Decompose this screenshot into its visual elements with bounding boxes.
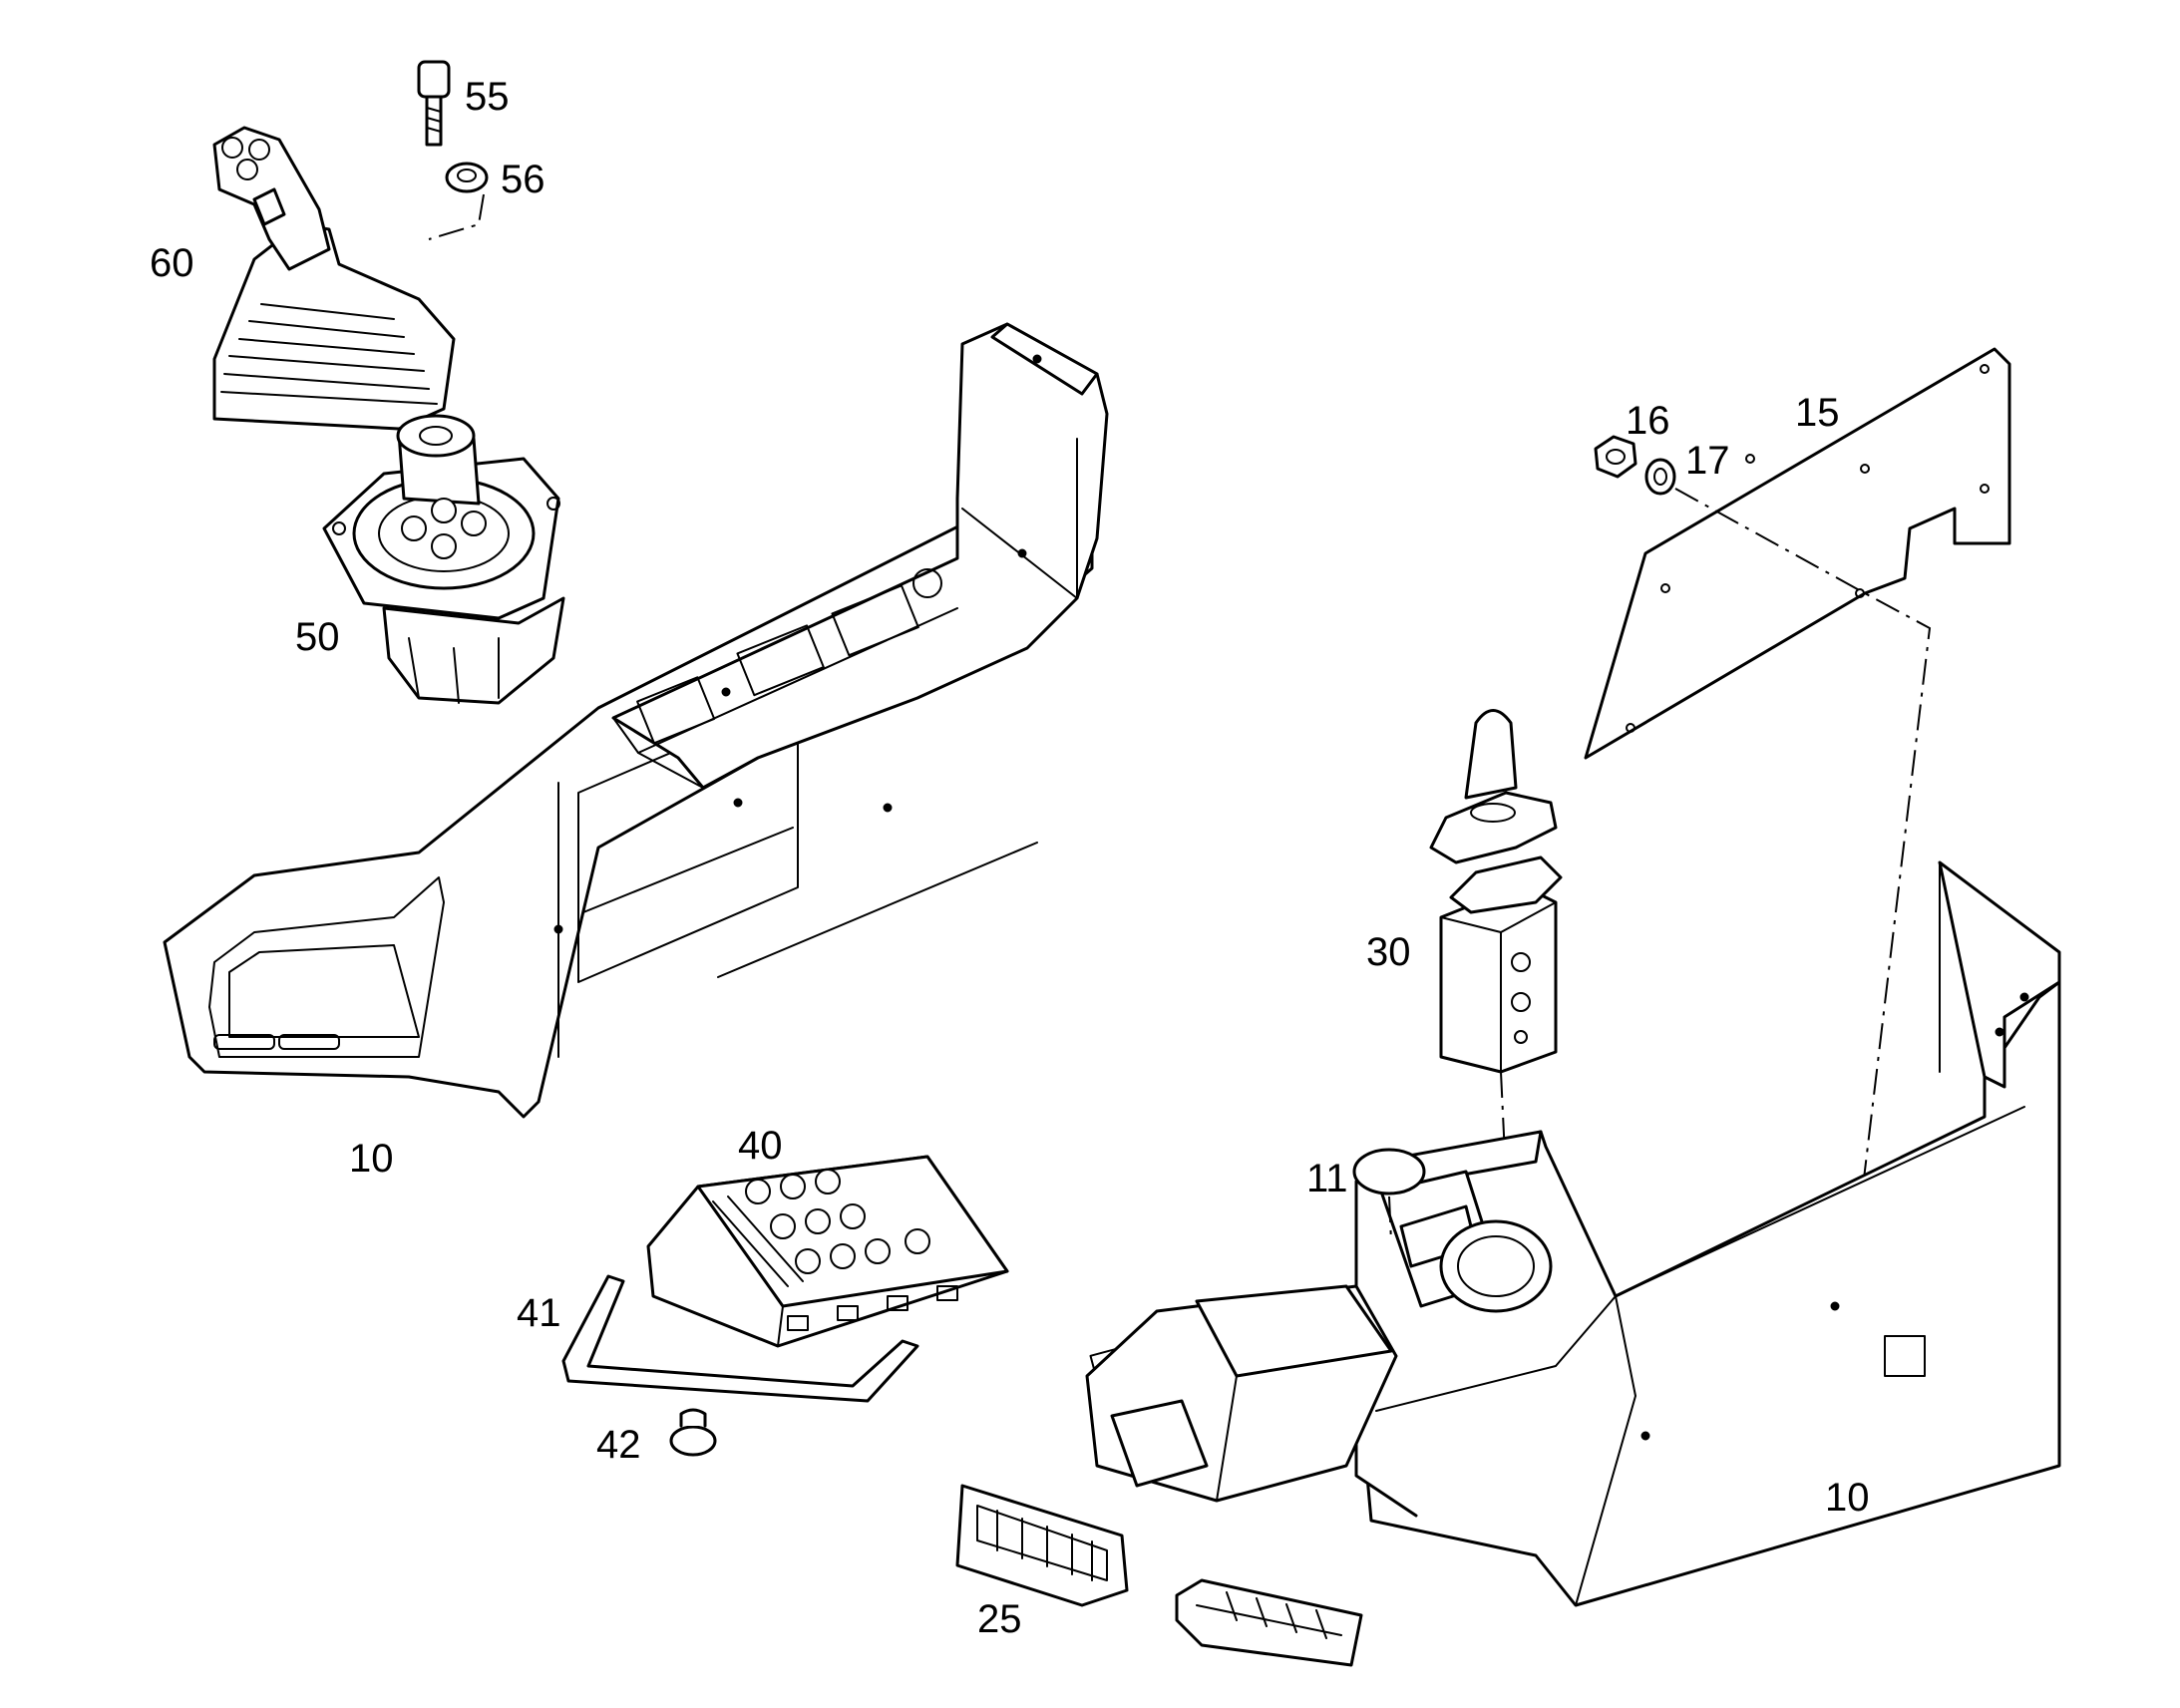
control-valve bbox=[1429, 709, 1563, 1074]
pilot-valve bbox=[322, 414, 565, 705]
callout-30: 30 bbox=[1366, 930, 1411, 974]
bracket-part bbox=[561, 1274, 919, 1403]
callout-60: 60 bbox=[150, 241, 194, 285]
callout-25: 25 bbox=[977, 1597, 1022, 1641]
right-console bbox=[1085, 860, 2061, 1607]
callout-17: 17 bbox=[1685, 439, 1730, 483]
callout-40: 40 bbox=[738, 1124, 783, 1168]
screw-part bbox=[417, 60, 451, 147]
callout-56: 56 bbox=[501, 158, 545, 201]
knob-part bbox=[669, 1408, 717, 1457]
vent-grille-left bbox=[955, 1484, 1129, 1607]
left-console-housing bbox=[553, 322, 1109, 934]
callout-11: 11 bbox=[1306, 1157, 1348, 1200]
leader-plate-to-console bbox=[1674, 488, 1932, 1422]
callout-15: 15 bbox=[1795, 391, 1840, 435]
callout-10-left: 10 bbox=[349, 1137, 394, 1181]
leader-valve-to-console bbox=[1500, 1071, 1507, 1178]
switch-panel bbox=[646, 1155, 1009, 1348]
washer-part bbox=[445, 162, 489, 193]
plug-part bbox=[1352, 1148, 1426, 1196]
vent-grille-right bbox=[1175, 1578, 1363, 1667]
washer-17-part bbox=[1644, 458, 1676, 496]
leader-plug-to-console bbox=[1388, 1196, 1392, 1242]
callout-16: 16 bbox=[1626, 399, 1670, 443]
callout-50: 50 bbox=[295, 615, 340, 659]
cover-plate bbox=[1584, 347, 2011, 760]
joystick-boot bbox=[212, 126, 456, 431]
callout-10-right: 10 bbox=[1825, 1476, 1870, 1520]
callout-41: 41 bbox=[517, 1291, 561, 1335]
callout-42: 42 bbox=[596, 1423, 641, 1467]
leader-washer-to-boot bbox=[428, 193, 485, 240]
nut-part bbox=[1594, 435, 1637, 479]
callout-55: 55 bbox=[465, 75, 510, 119]
